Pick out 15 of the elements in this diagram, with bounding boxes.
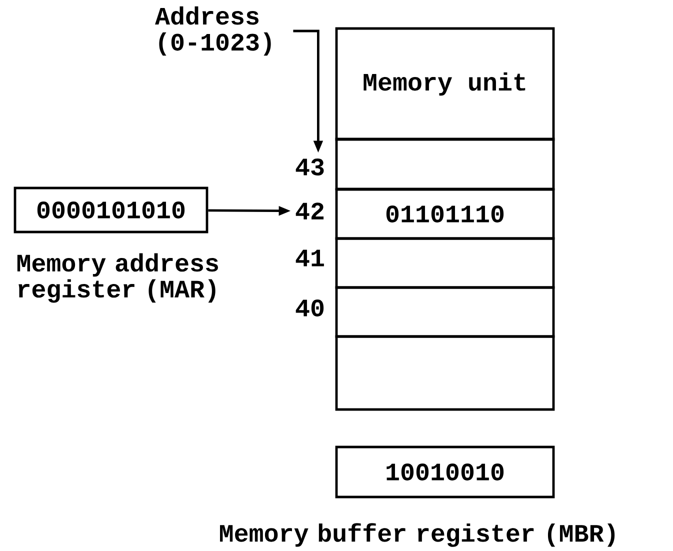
- register-box: 0000101010: [14, 186, 208, 234]
- address-number: 43: [296, 158, 324, 176]
- address-number: 41: [296, 250, 324, 266]
- address-label: Address (0-1023): [155, 6, 271, 56]
- memory-cell: [335, 138, 555, 190]
- memory-cell: 01101110: [335, 188, 555, 240]
- address-number: 42: [296, 202, 324, 220]
- memory-cell: [335, 237, 555, 289]
- memory-cell: Memory unit: [335, 27, 555, 141]
- register-box: 10010010: [335, 446, 555, 498]
- memory-cell: [335, 335, 555, 411]
- register-caption: Memory buffer register (MBR): [220, 523, 615, 547]
- register-caption: Memory address register (MAR): [17, 253, 218, 303]
- memory-cell: [335, 286, 555, 338]
- address-number: 40: [296, 300, 324, 316]
